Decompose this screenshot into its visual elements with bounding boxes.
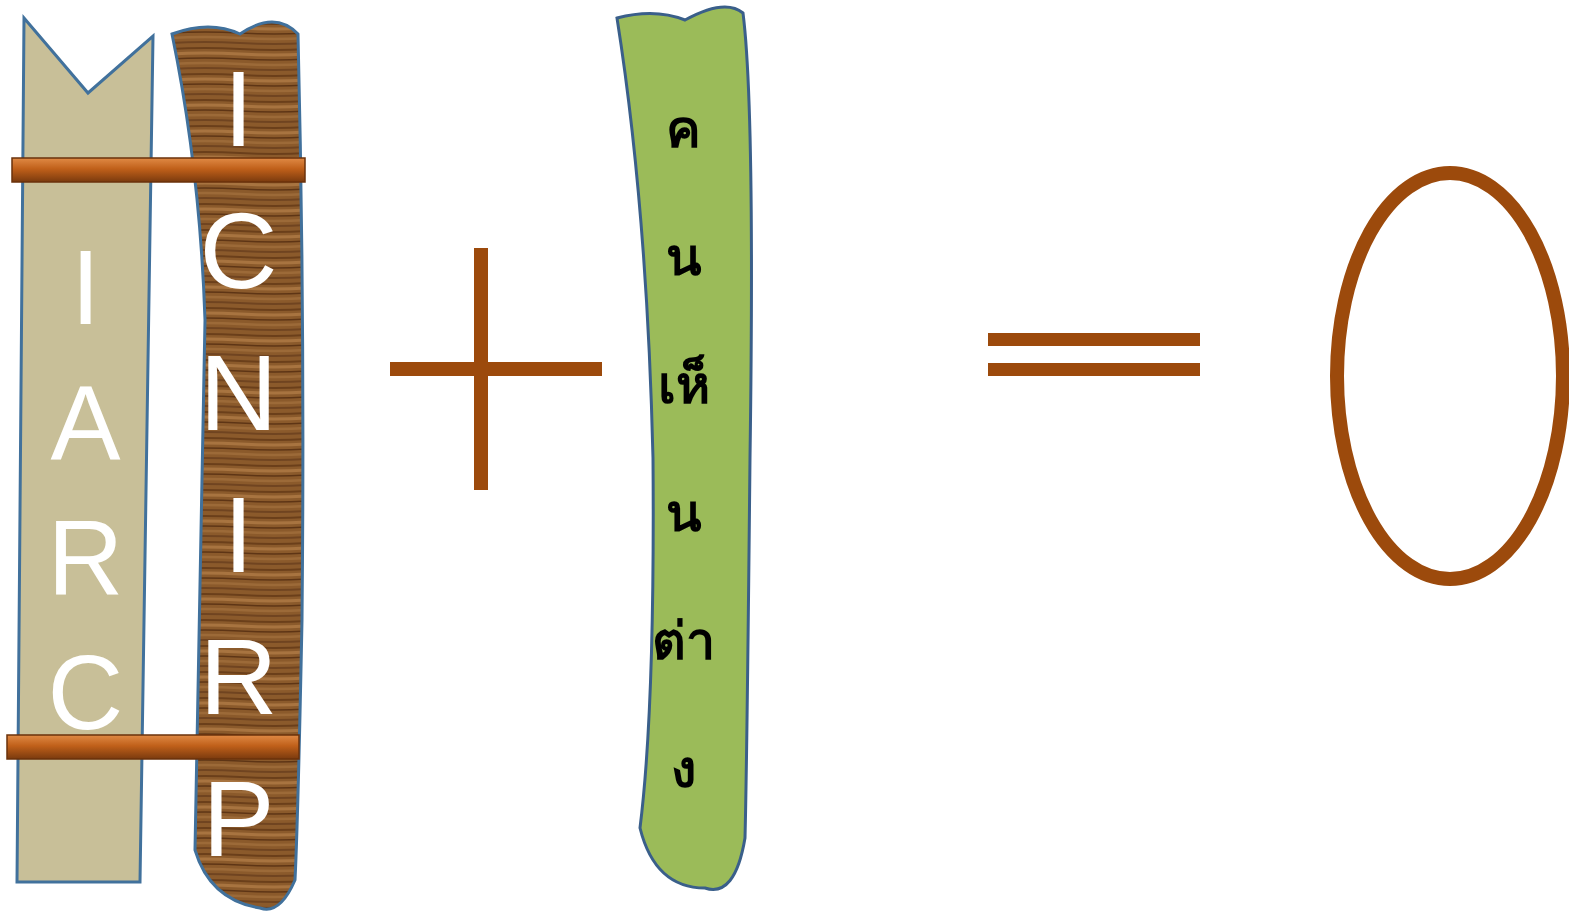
strip-shape	[172, 22, 303, 909]
clamp-bar	[7, 735, 299, 759]
strip-shape	[17, 18, 153, 882]
plus-horizontal	[390, 362, 602, 376]
strip-label: คนเห็นต่าง	[652, 65, 715, 833]
strip-label: IARC	[48, 220, 124, 760]
strip-shape	[617, 7, 751, 890]
equals-sign	[988, 333, 1200, 376]
plus-sign	[390, 248, 602, 490]
equals-bottom	[988, 363, 1200, 376]
wood-strip: ICNIRP	[170, 20, 307, 908]
strip-label: ICNIRP	[200, 38, 278, 890]
clamp-bar	[12, 158, 305, 182]
strip-banner: IARC	[17, 18, 154, 882]
equals-top	[988, 333, 1200, 346]
result-oval	[1337, 173, 1563, 579]
green-strip: คนเห็นต่าง	[615, 8, 752, 890]
